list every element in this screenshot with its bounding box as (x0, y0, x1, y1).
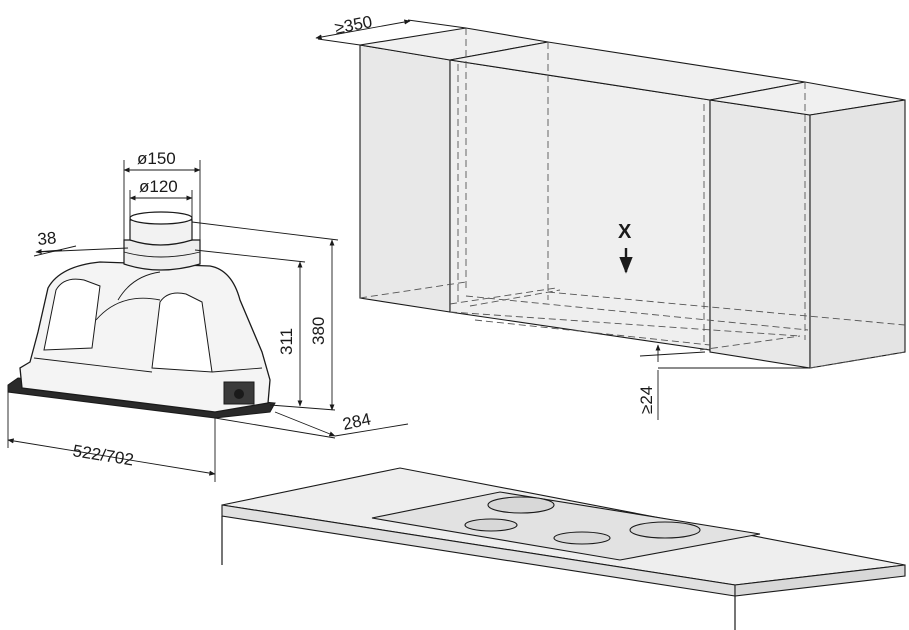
total-height-label: 380 (309, 317, 328, 345)
burner-front-center (553, 531, 611, 545)
burner-rear-left (487, 496, 555, 514)
duct-inner-diameter-label: ø120 (139, 177, 178, 196)
wall-cabinet (359, 27, 906, 369)
body-height-label: 311 (277, 328, 296, 355)
countertop-right-edge (734, 564, 906, 597)
hood-dimension-lines (7, 160, 409, 482)
cabinet-depth-label: ≥350 (333, 12, 374, 38)
range-hood (7, 211, 276, 419)
hood-right-recess (151, 292, 213, 373)
duct-collar (123, 239, 201, 271)
burner-right (629, 521, 701, 539)
cabinet-right-face (809, 99, 906, 369)
cabinet-bay (449, 59, 711, 351)
bottom-clearance-label: ≥24 (637, 386, 656, 414)
front-offset-label: 38 (37, 228, 58, 249)
duct-outer-diameter-label: ø150 (137, 149, 176, 168)
cabinet-side-right (709, 99, 811, 369)
hood-left-recess (43, 278, 101, 351)
duct-opening (129, 211, 193, 225)
burner-front-left (464, 518, 518, 532)
marker-x-label: X (618, 221, 632, 243)
cooktop-glass (371, 491, 761, 561)
cooktop (371, 491, 761, 561)
cabinet-side-left (359, 44, 451, 313)
cabinet-dimension-lines (315, 19, 810, 420)
width-label: 522/702 (71, 441, 135, 469)
duct-top (129, 219, 193, 246)
